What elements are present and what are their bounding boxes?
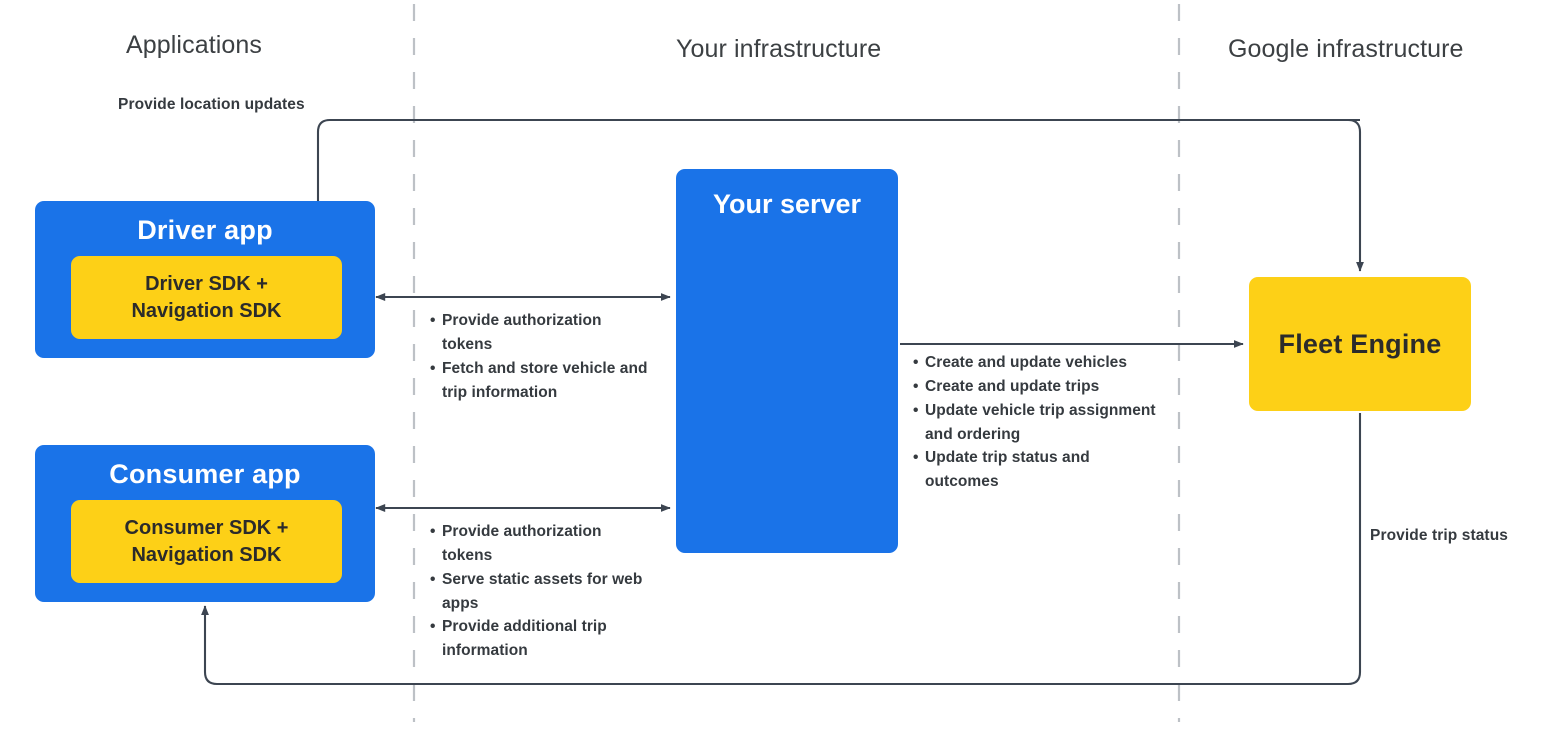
node-consumer-sdk[interactable]: Consumer SDK + Navigation SDK — [71, 500, 342, 583]
list-item: Serve static assets for web apps — [430, 568, 655, 616]
consumer-sdk-line-1: Consumer SDK + — [124, 517, 289, 540]
node-your-server[interactable]: Your server — [676, 169, 898, 553]
column-header-applications: Applications — [126, 31, 263, 59]
edge-bullets-consumer-server: Provide authorization tokens Serve stati… — [430, 520, 655, 663]
list-item: Update vehicle trip assignment and order… — [913, 399, 1163, 447]
node-consumer-app[interactable]: Consumer app Consumer SDK + Navigation S… — [35, 445, 375, 602]
edge-label-provide-trip-status: Provide trip status — [1370, 527, 1508, 544]
list-item: Update trip status and outcomes — [913, 446, 1163, 494]
list-item: Create and update vehicles — [913, 351, 1163, 375]
list-item: Provide authorization tokens — [430, 520, 655, 568]
consumer-app-title: Consumer app — [109, 459, 301, 489]
fleet-engine-title: Fleet Engine — [1278, 328, 1442, 359]
edge-bullets-server-fleet: Create and update vehicles Create and up… — [913, 351, 1163, 494]
driver-sdk-line-2: Navigation SDK — [131, 299, 282, 322]
list-item: Create and update trips — [913, 375, 1163, 399]
edge-bullets-driver-server: Provide authorization tokens Fetch and s… — [430, 309, 655, 404]
your-server-title: Your server — [712, 189, 862, 219]
driver-app-title: Driver app — [137, 215, 273, 245]
driver-sdk-line-1: Driver SDK + — [145, 273, 268, 296]
node-driver-sdk[interactable]: Driver SDK + Navigation SDK — [71, 256, 342, 339]
consumer-sdk-line-2: Navigation SDK — [131, 543, 282, 566]
edge-fleet-engine-top-entry — [1347, 118, 1364, 272]
list-item: Fetch and store vehicle and trip informa… — [430, 357, 655, 405]
column-header-google-infrastructure: Google infrastructure — [1228, 35, 1464, 63]
node-fleet-engine[interactable]: Fleet Engine — [1249, 277, 1471, 411]
column-header-your-infrastructure: Your infrastructure — [676, 35, 882, 63]
list-item: Provide additional trip information — [430, 615, 655, 663]
edge-label-provide-location-updates: Provide location updates — [118, 96, 305, 113]
list-item: Provide authorization tokens — [430, 309, 655, 357]
node-driver-app[interactable]: Driver app Driver SDK + Navigation SDK — [35, 201, 375, 358]
